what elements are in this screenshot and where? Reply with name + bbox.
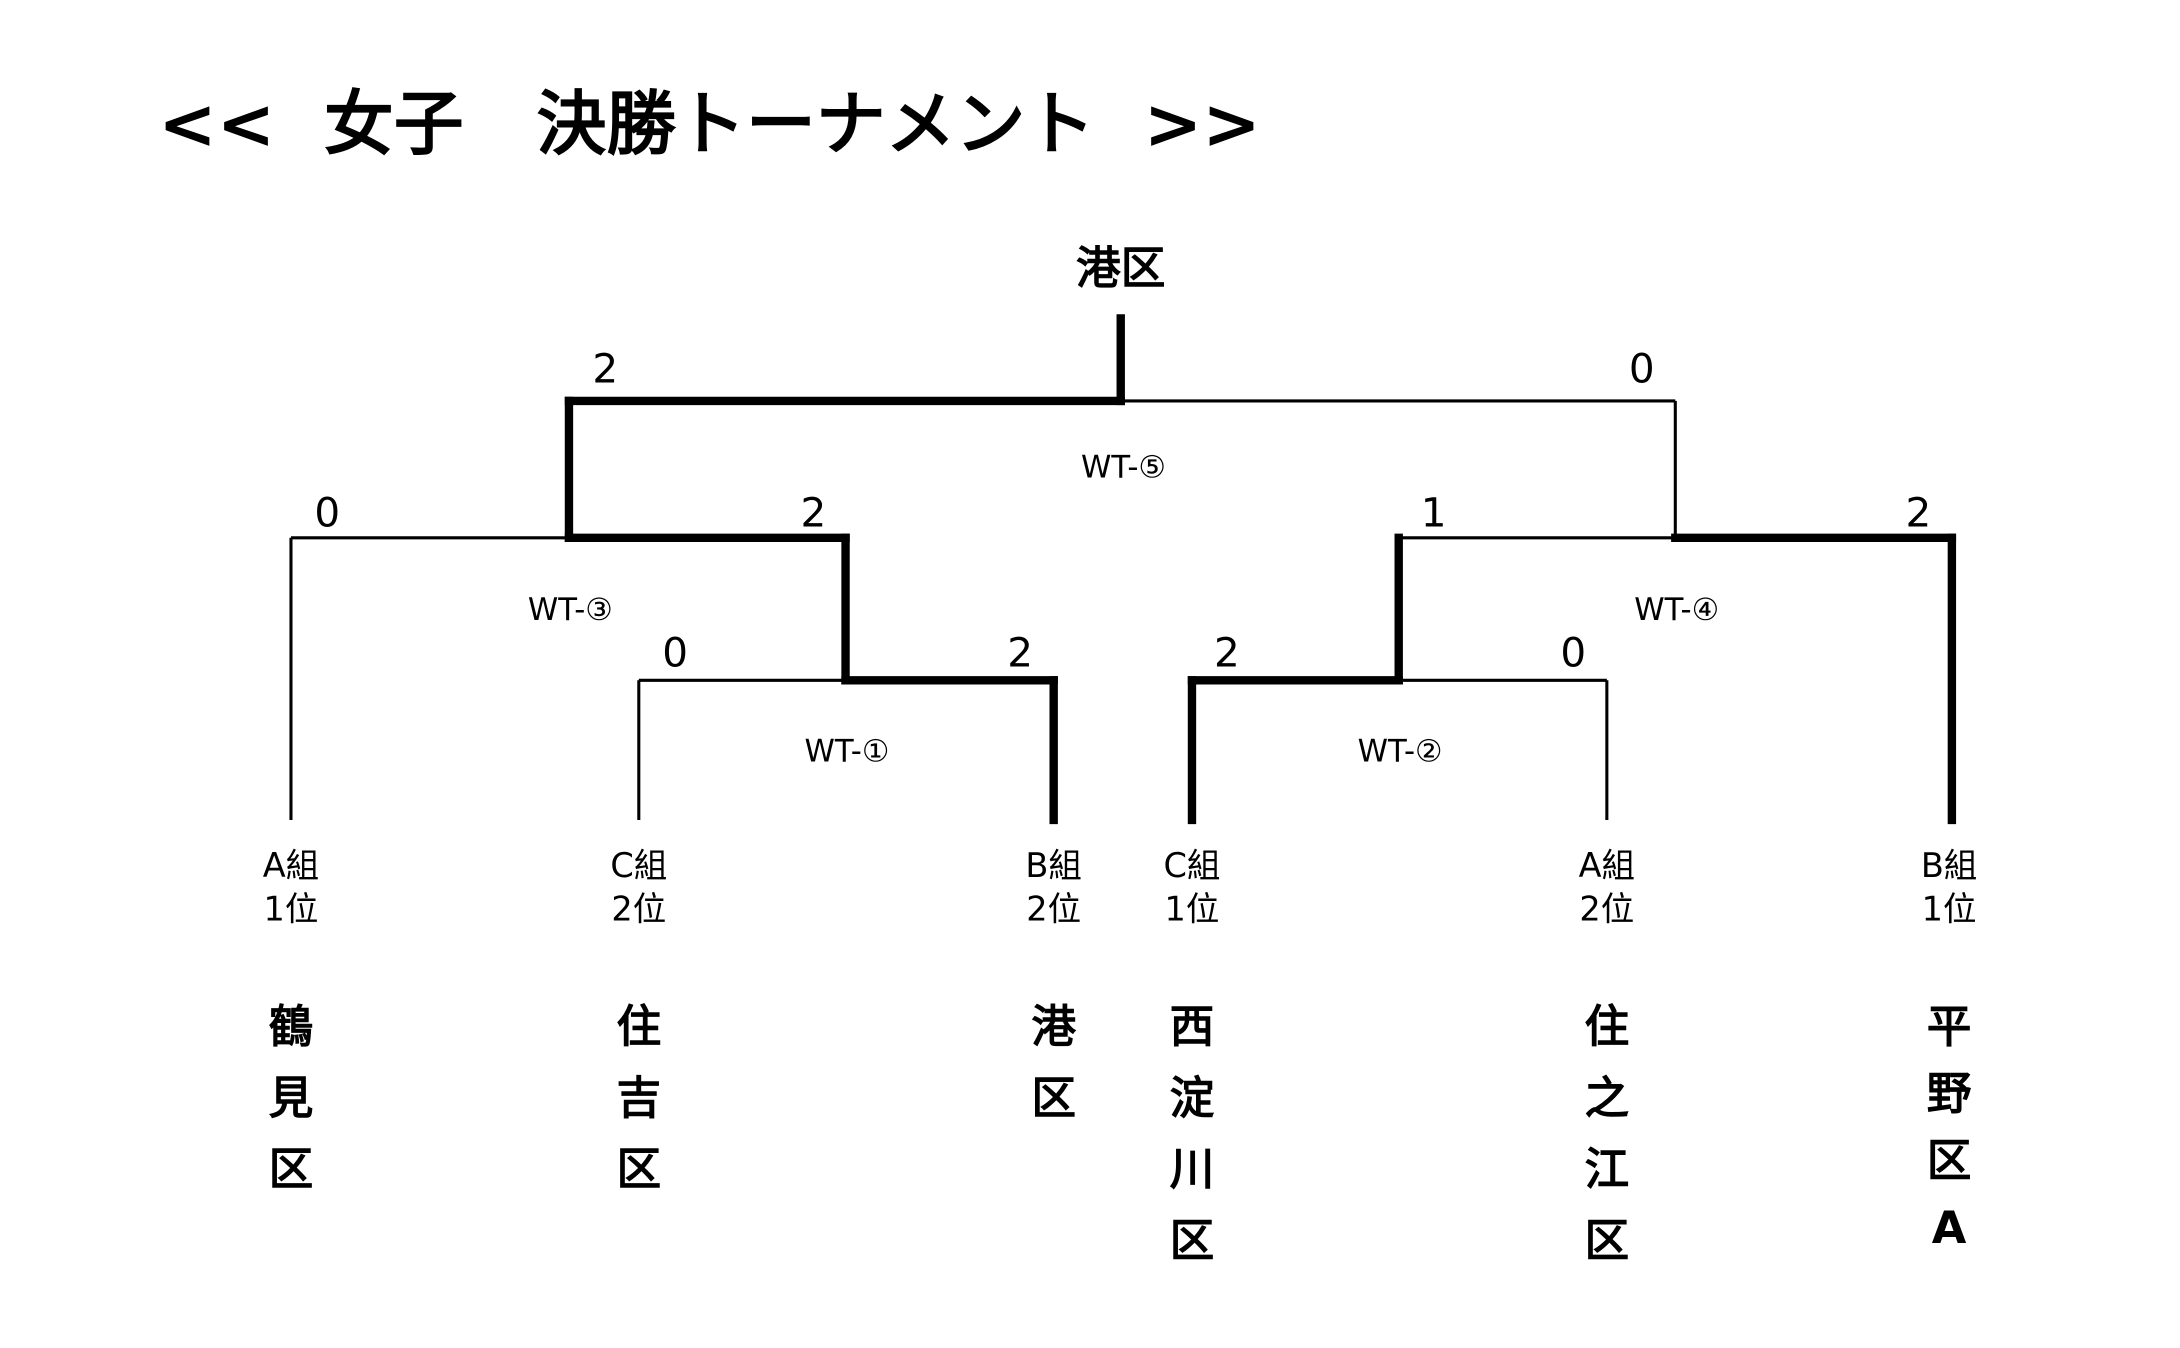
team-rank: 1位 [264, 890, 319, 929]
wt4-score-left: 1 [1421, 489, 1447, 537]
team-name-char: 住 [1584, 1001, 1629, 1053]
team-name-char: 区 [1031, 1072, 1076, 1124]
wt2-label: WT-② [1358, 733, 1443, 769]
team-rank: 1位 [1922, 890, 1977, 929]
team-name-char: A [1932, 1202, 1967, 1254]
team-name-char: 平 [1927, 1001, 1972, 1053]
team-name-char: 区 [269, 1144, 314, 1196]
team-name-char: 見 [269, 1072, 314, 1124]
team-name-char: 之 [1584, 1072, 1629, 1124]
team-group: C組 [1164, 846, 1221, 885]
wt5-score-left: 2 [592, 345, 618, 393]
team-name-char: 川 [1170, 1144, 1215, 1196]
team-group: B組 [1921, 846, 1978, 885]
team-group: A組 [263, 846, 319, 885]
wt3-label: WT-③ [528, 592, 613, 628]
bracket-lines [289, 314, 1957, 825]
wt4-score-right: 2 [1905, 489, 1931, 537]
team-name-char: 鶴 [269, 1001, 314, 1053]
wt3-score-left: 0 [314, 489, 340, 537]
team-rank: 1位 [1165, 890, 1220, 929]
team-rank: 2位 [1026, 890, 1081, 929]
team-rank: 2位 [611, 890, 666, 929]
team-group: C組 [610, 846, 667, 885]
match-labels: WT-⑤ WT-③ WT-④ WT-① WT-② [528, 450, 1719, 770]
champion-name: 港区 [1076, 243, 1165, 295]
teams: A組1位鶴見区C組2位住吉区B組2位港区C組1位西淀川区A組2位住之江区B組1位… [263, 846, 1978, 1267]
team-name-char: 住 [616, 1001, 661, 1053]
team-name-char: 区 [1927, 1135, 1972, 1187]
team-name-char: 野 [1927, 1068, 1972, 1120]
wt1-score-left: 0 [662, 628, 688, 676]
wt1-label: WT-① [804, 733, 889, 769]
scores: 2 0 0 2 1 2 0 2 2 0 [314, 345, 1931, 677]
wt2-score-left: 2 [1214, 628, 1240, 676]
team-group: A組 [1579, 846, 1635, 885]
wt3-score-right: 2 [801, 489, 827, 537]
wt5-label: WT-⑤ [1081, 450, 1166, 486]
wt4-label: WT-④ [1634, 592, 1719, 628]
team-group: B組 [1025, 846, 1082, 885]
team-name-char: 吉 [616, 1072, 661, 1124]
team-name-char: 港 [1031, 1001, 1077, 1053]
team-name-char: 淀 [1170, 1072, 1215, 1124]
team-rank: 2位 [1579, 890, 1634, 929]
wt5-score-right: 0 [1629, 345, 1655, 393]
wt2-score-right: 0 [1560, 628, 1586, 676]
team-name-char: 区 [1170, 1215, 1215, 1267]
page-title: << 女子 決勝トーナメント >> [158, 84, 1261, 165]
team-name-char: 区 [1584, 1215, 1629, 1267]
wt1-score-right: 2 [1007, 628, 1033, 676]
team-name-char: 江 [1584, 1144, 1629, 1196]
team-name-char: 区 [616, 1144, 661, 1196]
team-name-char: 西 [1170, 1001, 1215, 1053]
